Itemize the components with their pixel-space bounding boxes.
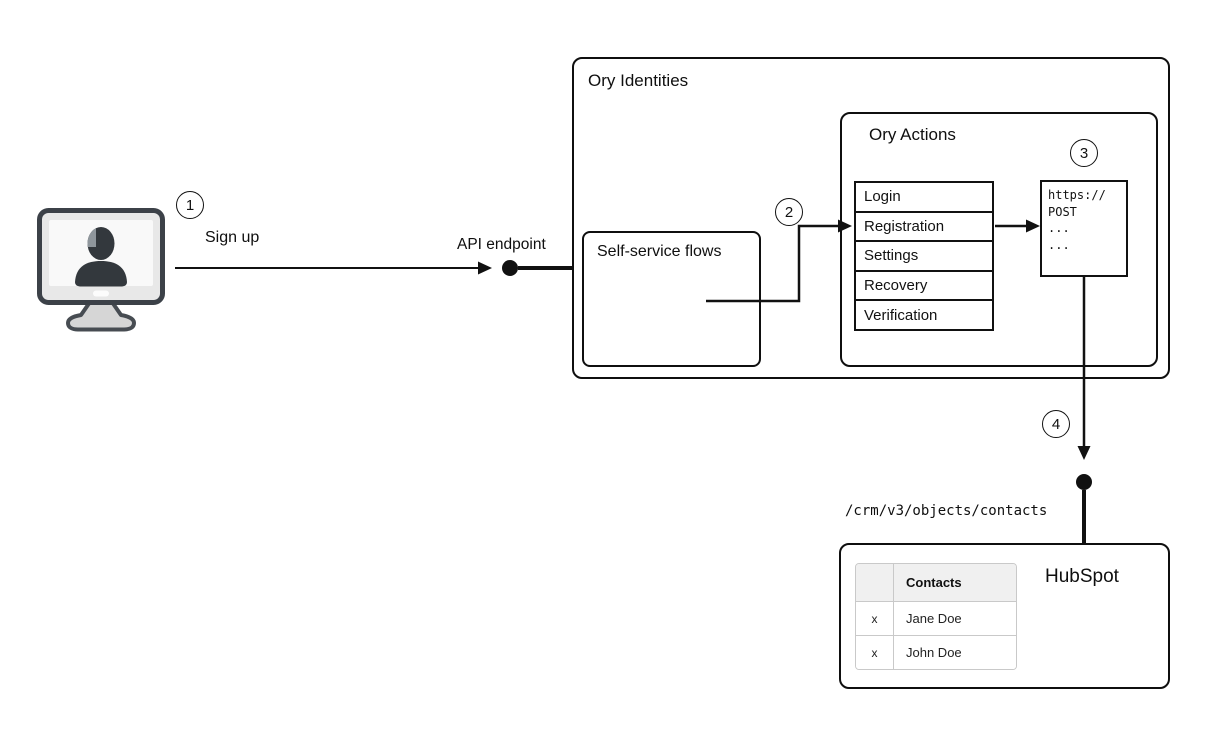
- hubspot-title: HubSpot: [1045, 566, 1119, 587]
- code-line: POST: [1048, 204, 1077, 219]
- step-2-marker: 2: [775, 198, 803, 226]
- step-4-marker: 4: [1042, 410, 1070, 438]
- monitor-button: [93, 290, 109, 297]
- flow-row-login: Login: [856, 183, 992, 213]
- contacts-table-row: x John Doe: [856, 635, 1016, 669]
- monitor-icon: [37, 208, 165, 332]
- self-service-flows-box: Self-service flows: [582, 231, 761, 367]
- hubspot-endpoint-dot: [1076, 474, 1092, 490]
- person-icon: [75, 227, 127, 287]
- contacts-header-label: Contacts: [906, 575, 962, 590]
- code-line: ...: [1048, 237, 1070, 252]
- sign-up-arrow: [175, 261, 492, 275]
- flow-row-settings: Settings: [856, 242, 992, 272]
- ory-actions-title: Ory Actions: [869, 125, 956, 144]
- api-endpoint-dot: [502, 260, 518, 276]
- contact-mark: x: [856, 636, 894, 669]
- contacts-table-header-row: Contacts: [856, 564, 1016, 601]
- flow-row-registration: Registration: [856, 212, 992, 243]
- step-1-marker: 1: [176, 191, 204, 219]
- contacts-table-row: x Jane Doe: [856, 601, 1016, 635]
- contact-name: John Doe: [906, 645, 962, 660]
- contact-mark: x: [856, 602, 894, 635]
- contacts-header-mark-cell: [856, 564, 894, 601]
- webhook-code-box: https:// POST ... ...: [1040, 180, 1128, 277]
- flow-row-recovery: Recovery: [856, 271, 992, 302]
- code-line: ...: [1048, 221, 1070, 235]
- flow-row-verification: Verification: [856, 301, 992, 329]
- contact-name: Jane Doe: [906, 611, 962, 626]
- step-3-marker: 3: [1070, 139, 1098, 167]
- ory-identities-title: Ory Identities: [588, 71, 689, 90]
- monitor-stand: [66, 300, 136, 332]
- flow-list: Login Registration Settings Recovery Ver…: [854, 181, 994, 331]
- self-service-flows-title: Self-service flows: [597, 243, 722, 260]
- api-endpoint-label: API endpoint: [457, 236, 546, 253]
- crm-path-label: /crm/v3/objects/contacts: [845, 503, 1048, 519]
- contacts-table: Contacts x Jane Doe x John Doe: [855, 563, 1017, 670]
- code-line: https://: [1048, 188, 1106, 202]
- user-monitor-icon: [37, 208, 165, 334]
- sign-up-label: Sign up: [205, 229, 260, 246]
